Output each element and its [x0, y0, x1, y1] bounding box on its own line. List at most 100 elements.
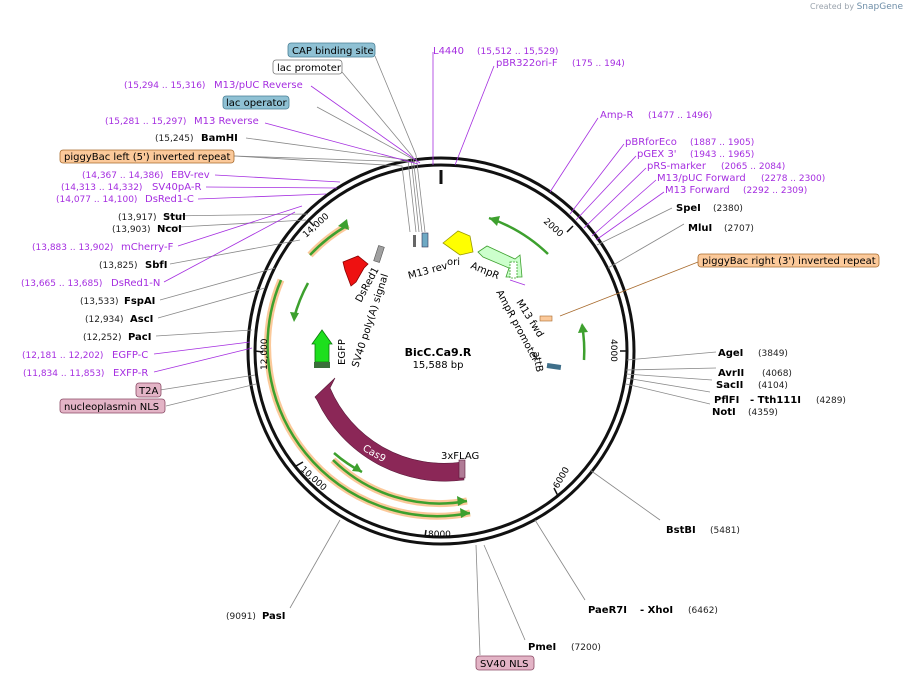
- piggybac-left-label: piggyBac left (5') inverted repeat: [64, 152, 230, 163]
- flag-block: [458, 459, 466, 479]
- site-pflfi: PflFI: [714, 395, 739, 406]
- site-xhoi: - XhoI: [640, 605, 673, 616]
- site-sacii-pos: (4104): [758, 381, 788, 391]
- site-paci-pos: (12,252): [83, 333, 122, 343]
- tick-4000: 4000: [608, 339, 618, 362]
- site-tth111i: - Tth111I: [750, 395, 801, 406]
- primer-egfp-c-pos: (12,181 .. 12,202): [22, 351, 103, 361]
- site-pasi: PasI: [262, 611, 285, 622]
- tick-8000: 8000: [428, 530, 451, 540]
- attb-block: [546, 363, 562, 370]
- piggybac-right-label: piggyBac right (3') inverted repeat: [702, 256, 876, 267]
- primer-pgex3-pos: (1943 .. 1965): [690, 150, 754, 160]
- primer-ebv-rev-pos: (14,367 .. 14,386): [82, 171, 163, 181]
- sv40-nls-label: SV40 NLS: [480, 659, 529, 670]
- orf-arrowheads: [290, 216, 588, 518]
- primer-m13-reverse: M13 Reverse: [194, 116, 259, 127]
- snapgene-logo: SnapGene: [856, 2, 903, 12]
- orf-bottom: [332, 459, 468, 505]
- site-stui-pos: (13,917): [118, 213, 157, 223]
- site-avrii: AvrII: [718, 368, 744, 379]
- primer-pbr322ori-f: pBR322ori-F: [496, 58, 558, 69]
- primer-m13puc-forward-pos: (2278 .. 2300): [761, 174, 825, 184]
- primer-l4440: L4440: [433, 46, 464, 57]
- primer-pbrforeco-pos: (1887 .. 1905): [690, 138, 754, 148]
- leader-lines: [153, 52, 717, 656]
- primer-pbrforeco: pBRforEco: [625, 137, 677, 148]
- feature-label-ori: ori: [447, 257, 460, 268]
- site-bamhi: BamHI: [201, 133, 238, 144]
- primer-m13puc-rev: M13/pUC Reverse: [214, 80, 303, 91]
- egfp-arrow: [311, 329, 333, 363]
- cap-binding-site-label: CAP binding site: [292, 46, 374, 57]
- site-pmei-pos: (7200): [571, 643, 601, 653]
- site-fspai: FspAI: [124, 296, 155, 307]
- site-ncoi: NcoI: [157, 224, 182, 235]
- primer-pbr322ori-f-pos: (175 .. 194): [572, 59, 625, 69]
- primer-m13-reverse-pos: (15,281 .. 15,297): [105, 117, 186, 127]
- primer-prs-marker-pos: (2065 .. 2084): [721, 162, 785, 172]
- t2a-label: T2A: [138, 386, 158, 397]
- site-sacii: SacII: [716, 380, 743, 391]
- site-mlui-pos: (2707): [724, 224, 754, 234]
- plasmid-name: BicC.Ca9.R: [405, 346, 472, 359]
- site-spei-pos: (2380): [713, 204, 743, 214]
- site-spei: SpeI: [676, 203, 701, 214]
- primer-exfp-r: EXFP-R: [113, 368, 148, 379]
- orf-left-long: [266, 279, 471, 518]
- site-asci: AscI: [130, 314, 153, 325]
- primer-dsred1-c-pos: (14,077 .. 14,100): [56, 195, 137, 205]
- feature-label-attb: attB: [530, 351, 544, 374]
- site-bstbi-pos: (5481): [710, 526, 740, 536]
- lac-operator-block: [421, 232, 429, 248]
- snapgene-credit: Created by SnapGene: [810, 2, 903, 12]
- primer-m13-forward: M13 Forward: [665, 185, 730, 196]
- site-bstbi: BstBI: [666, 525, 696, 536]
- primer-sv40pa-r-pos: (14,313 .. 14,332): [61, 183, 142, 193]
- site-fspai-pos: (13,533): [80, 297, 119, 307]
- site-agei-pos: (3849): [758, 349, 788, 359]
- primer-m13-forward-pos: (2292 .. 2309): [743, 186, 807, 196]
- primer-m13puc-forward: M13/pUC Forward: [657, 173, 746, 184]
- primer-egfp-c: EGFP-C: [112, 350, 148, 361]
- piggybac-right-box: [697, 253, 880, 268]
- site-stui: StuI: [163, 212, 186, 223]
- sv40-nls-box: [475, 655, 535, 671]
- site-bamhi-pos: (15,245): [155, 134, 194, 144]
- primer-pgex3: pGEX 3': [637, 149, 677, 160]
- primer-dsred1-c: DsRed1-C: [145, 194, 194, 205]
- piggybac-left-box: [59, 149, 235, 164]
- site-agei: AgeI: [718, 348, 743, 359]
- site-avrii-pos: (4068): [762, 369, 792, 379]
- lac-promoter-box: [272, 59, 343, 75]
- primer-dsred1-n: DsRed1-N: [111, 278, 160, 289]
- site-paci: PacI: [128, 332, 151, 343]
- sv40-polya-block: [373, 245, 385, 263]
- feature-label-m13-rev: M13 rev: [407, 261, 449, 282]
- ampr-promoter-block: [509, 261, 518, 279]
- feature-label-3xflag: 3xFLAG: [441, 451, 479, 462]
- site-noti-pos: (4359): [748, 408, 778, 418]
- orf-top-right: [488, 216, 549, 255]
- site-pflfi-pos: (4289): [816, 396, 846, 406]
- feature-label-egfp: EGFP: [337, 339, 348, 365]
- primer-sv40pa-r: SV40pA-R: [152, 182, 201, 193]
- site-mlui: MluI: [688, 223, 712, 234]
- site-sbfi-pos: (13,825): [99, 261, 138, 271]
- ori-arrow: [442, 230, 474, 256]
- lac-operator-box: [222, 95, 290, 110]
- primer-prs-marker: pRS-marker: [647, 161, 707, 172]
- plasmid-length: 15,588 bp: [413, 360, 464, 371]
- primer-ebv-rev: EBV-rev: [171, 170, 210, 181]
- dsred-arrow: [342, 255, 369, 287]
- primer-amp-r-pos: (1477 .. 1496): [648, 111, 712, 121]
- lac-operator-label: lac operator: [226, 98, 287, 109]
- site-pasi-pos: (9091): [226, 612, 256, 622]
- site-asci-pos: (12,934): [85, 315, 124, 325]
- site-paer7i: PaeR7I: [588, 605, 627, 616]
- tick-12000: 12,000: [260, 338, 270, 370]
- primer-l4440-pos: (15,512 .. 15,529): [477, 47, 558, 57]
- primer-mcherry-f: mCherry-F: [121, 242, 174, 253]
- primer-mcherry-f-pos: (13,883 .. 13,902): [32, 243, 113, 253]
